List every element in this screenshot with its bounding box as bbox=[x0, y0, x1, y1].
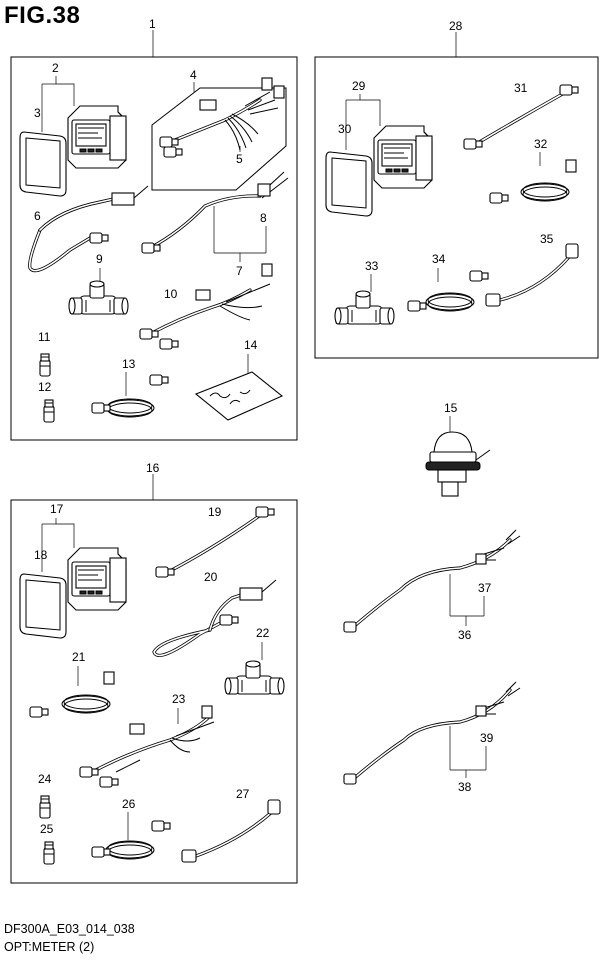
callout-31: 31 bbox=[514, 81, 528, 95]
callout-3: 3 bbox=[34, 106, 41, 120]
callout-39: 39 bbox=[480, 731, 494, 745]
terminator-12 bbox=[43, 399, 55, 423]
terminator-24 bbox=[39, 795, 51, 819]
callout-10: 10 bbox=[164, 287, 178, 301]
figure-caption: OPT:METER (2) bbox=[4, 940, 95, 954]
callout-22: 22 bbox=[256, 626, 270, 640]
cable-20 bbox=[152, 579, 277, 657]
backbone-cable-19 bbox=[155, 506, 275, 578]
callout-15: 15 bbox=[444, 401, 458, 415]
tee-connector-22 bbox=[224, 660, 285, 695]
callout-1: 1 bbox=[149, 17, 156, 31]
meter-gauge-2 bbox=[67, 105, 127, 169]
harness-38 bbox=[343, 681, 521, 785]
callout-21: 21 bbox=[72, 650, 86, 664]
callout-25: 25 bbox=[40, 822, 54, 836]
callout-8: 8 bbox=[260, 211, 267, 225]
callout-5: 5 bbox=[236, 152, 243, 166]
callout-37: 37 bbox=[478, 581, 492, 595]
callout-23: 23 bbox=[172, 692, 186, 706]
callout-7: 7 bbox=[236, 264, 243, 278]
kit-1-frame bbox=[10, 56, 298, 441]
parts-bag-14 bbox=[194, 371, 284, 421]
callout-36: 36 bbox=[458, 628, 472, 642]
callout-26: 26 bbox=[122, 797, 136, 811]
drop-cable-34 bbox=[425, 292, 475, 312]
harness-10 bbox=[139, 263, 273, 350]
callout-33: 33 bbox=[365, 259, 379, 273]
meter-gauge-17 bbox=[67, 547, 127, 611]
callout-32: 32 bbox=[534, 137, 548, 151]
kit-16-frame bbox=[10, 499, 298, 884]
backbone-cable-31 bbox=[463, 84, 579, 150]
callout-35: 35 bbox=[540, 232, 554, 246]
callout-12: 12 bbox=[38, 380, 52, 394]
harness-frame-4 bbox=[151, 87, 287, 191]
drop-cable-32 bbox=[520, 182, 570, 202]
callout-9: 9 bbox=[96, 252, 103, 266]
callout-34: 34 bbox=[432, 252, 446, 266]
tee-connector-9 bbox=[68, 280, 129, 315]
figure-code: DF300A_E03_014_038 bbox=[4, 922, 135, 936]
terminator-11 bbox=[39, 353, 51, 377]
sensor-15 bbox=[425, 431, 491, 497]
callout-4: 4 bbox=[190, 68, 197, 82]
callout-24: 24 bbox=[38, 772, 52, 786]
meter-cover-3 bbox=[19, 131, 67, 197]
adapter-cable-27 bbox=[181, 799, 281, 863]
harness-23 bbox=[79, 705, 215, 788]
callout-30: 30 bbox=[338, 122, 352, 136]
tee-connector-33 bbox=[334, 290, 395, 325]
callout-38: 38 bbox=[458, 780, 472, 794]
callout-6: 6 bbox=[34, 209, 41, 223]
meter-cover-18 bbox=[19, 573, 67, 639]
meter-gauge-29 bbox=[373, 125, 433, 189]
callout-11: 11 bbox=[38, 330, 51, 344]
harness-4 bbox=[159, 77, 285, 158]
callout-14: 14 bbox=[244, 338, 258, 352]
adapter-cable-35 bbox=[485, 243, 579, 307]
callout-16: 16 bbox=[146, 461, 160, 475]
extension-cable-13 bbox=[105, 398, 155, 418]
callout-28: 28 bbox=[449, 19, 463, 33]
harness-7 bbox=[141, 171, 289, 254]
drop-cable-21 bbox=[61, 694, 111, 714]
callout-20: 20 bbox=[204, 570, 218, 584]
callout-19: 19 bbox=[208, 505, 222, 519]
callout-17: 17 bbox=[50, 502, 64, 516]
terminator-25 bbox=[43, 841, 55, 865]
callout-27: 27 bbox=[236, 787, 250, 801]
callout-29: 29 bbox=[352, 79, 366, 93]
cable-6 bbox=[28, 185, 149, 273]
callout-13: 13 bbox=[122, 357, 136, 371]
callout-18: 18 bbox=[34, 548, 48, 562]
drop-cable-26 bbox=[105, 840, 155, 860]
callout-2: 2 bbox=[52, 61, 59, 75]
meter-cover-30 bbox=[325, 151, 373, 217]
figure-title: FIG.38 bbox=[4, 2, 81, 29]
kit-28-frame bbox=[314, 56, 599, 359]
harness-36 bbox=[343, 529, 521, 633]
